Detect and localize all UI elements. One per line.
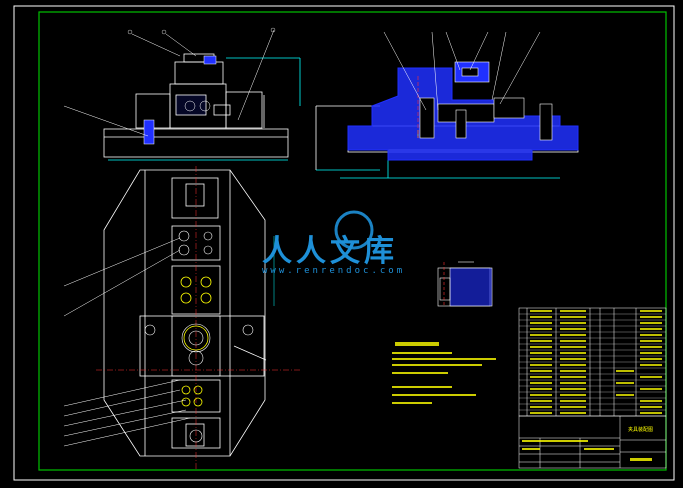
title-block xyxy=(518,415,667,469)
front-view-leaders xyxy=(63,29,275,137)
title-block-text xyxy=(522,440,652,461)
tech-requirements xyxy=(392,342,496,404)
top-view-yellow-bolts xyxy=(180,276,212,407)
side-section-leaders xyxy=(383,31,541,111)
watermark-url: www.renrendoc.com xyxy=(262,266,406,276)
title-block-label: 夹具装配图 xyxy=(628,427,654,433)
front-view-bolts xyxy=(143,55,217,145)
parts-list-text xyxy=(530,310,662,414)
top-view-holes xyxy=(144,230,254,443)
detail-view xyxy=(437,261,493,307)
parts-list-rows xyxy=(519,313,666,411)
top-view xyxy=(96,166,300,470)
front-view xyxy=(103,53,301,161)
inner-frame xyxy=(38,11,667,471)
outer-frame xyxy=(13,5,675,481)
side-section-details xyxy=(417,61,553,141)
front-view-balloons xyxy=(127,27,276,35)
watermark-text: 人人文库 xyxy=(262,234,398,269)
top-view-leaders xyxy=(63,237,191,447)
watermark-logo xyxy=(334,210,374,250)
